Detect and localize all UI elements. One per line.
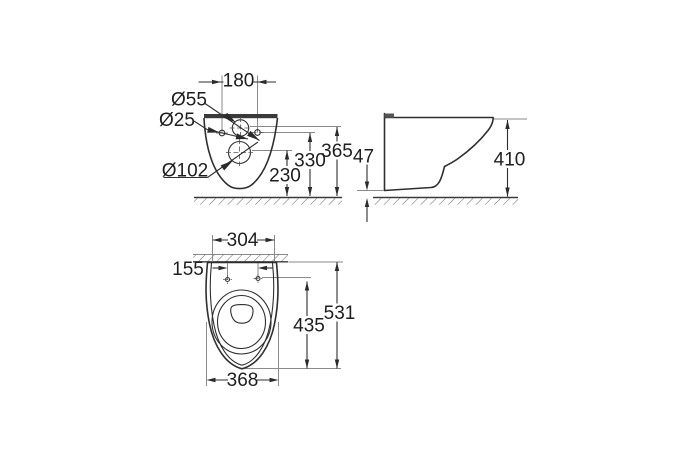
arrow-435-top <box>304 281 310 291</box>
front-bowl-outline <box>203 117 279 190</box>
top-view: 304 155 435 531 368 <box>172 230 355 391</box>
label-bg-330 <box>296 151 324 169</box>
leader-arrow-fixing-1 <box>207 126 220 133</box>
arrow-180-right <box>257 79 267 85</box>
side-profile-outline <box>383 112 494 192</box>
arrow-368-right <box>269 377 279 383</box>
arrow-531-bottom <box>334 359 340 369</box>
arrow-410-bottom <box>505 187 510 197</box>
dim-plan-bowl-depth: 435 <box>293 316 325 337</box>
arrow-155-right <box>258 265 267 271</box>
leader-arrow-outlet <box>220 160 233 171</box>
plan-water-spot <box>230 304 254 324</box>
dim-side-clearance: 47 <box>353 147 374 168</box>
arrow-330-bottom <box>307 187 313 196</box>
plan-seat-outer <box>211 289 272 355</box>
label-bg-410 <box>495 150 524 168</box>
leader-outlet <box>207 141 259 178</box>
dim-plan-hole-spacing: 155 <box>172 259 204 280</box>
label-bg-304 <box>228 231 257 249</box>
label-bg-180 <box>223 71 254 89</box>
dim-side-height: 410 <box>494 150 526 171</box>
dim-front-hole-spacing: 180 <box>223 71 255 92</box>
dim-plan-wall-width: 304 <box>227 230 259 251</box>
plan-seat-inner <box>216 294 267 350</box>
arrow-47-up <box>364 198 370 207</box>
dim-plan-bowl-width: 368 <box>227 370 259 391</box>
arrow-410-top <box>505 120 510 129</box>
dim-front-flush-hole: Ø55 <box>171 90 207 111</box>
label-bg-47 <box>352 147 375 165</box>
arrow-180-left <box>212 79 221 85</box>
side-view: 410 47 <box>352 112 527 222</box>
front-ground-hatch <box>194 198 342 205</box>
arrow-304-right <box>265 237 275 243</box>
side-ground-hatch <box>373 198 518 205</box>
leader-arrow-flush-2 <box>247 130 260 141</box>
front-bowl-top-rim <box>204 114 278 119</box>
dim-front-fixing-hole: Ø25 <box>159 110 195 131</box>
arrow-365-top <box>334 127 340 136</box>
arrow-230-top <box>284 150 290 160</box>
arrow-368-left <box>206 377 216 383</box>
dim-front-outlet: Ø102 <box>162 161 208 182</box>
arrow-531-top <box>334 262 340 271</box>
label-bg-365 <box>323 141 351 160</box>
arrow-435-bottom <box>304 359 310 369</box>
label-bg-531 <box>325 303 354 322</box>
arrow-47-down <box>364 181 370 191</box>
leader-arrow-fixing-2 <box>235 133 248 140</box>
arrow-230-bottom <box>284 187 290 196</box>
arrow-365-bottom <box>334 187 340 196</box>
arrow-330-top <box>307 133 313 142</box>
front-view: 180 Ø55 Ø25 Ø102 230 330 365 <box>159 71 353 205</box>
label-bg-368 <box>228 371 257 389</box>
dim-front-fixing-height: 330 <box>294 151 326 172</box>
arrow-155-left <box>218 265 228 271</box>
plan-wall-hatch <box>193 254 288 262</box>
leader-arrow-flush-1 <box>223 112 236 123</box>
label-bg-435 <box>295 316 323 334</box>
dim-plan-total-depth: 531 <box>324 303 356 324</box>
label-bg-230 <box>271 166 299 184</box>
dim-front-outlet-height: 230 <box>269 166 301 187</box>
side-mount-tab <box>384 113 394 118</box>
dim-front-flush-height: 365 <box>321 141 353 162</box>
arrow-304-left <box>212 237 222 243</box>
plan-bowl-outline <box>205 261 279 370</box>
leader-fixing-hole-a <box>193 120 208 130</box>
plan-bowl-inner-contour <box>209 262 275 366</box>
